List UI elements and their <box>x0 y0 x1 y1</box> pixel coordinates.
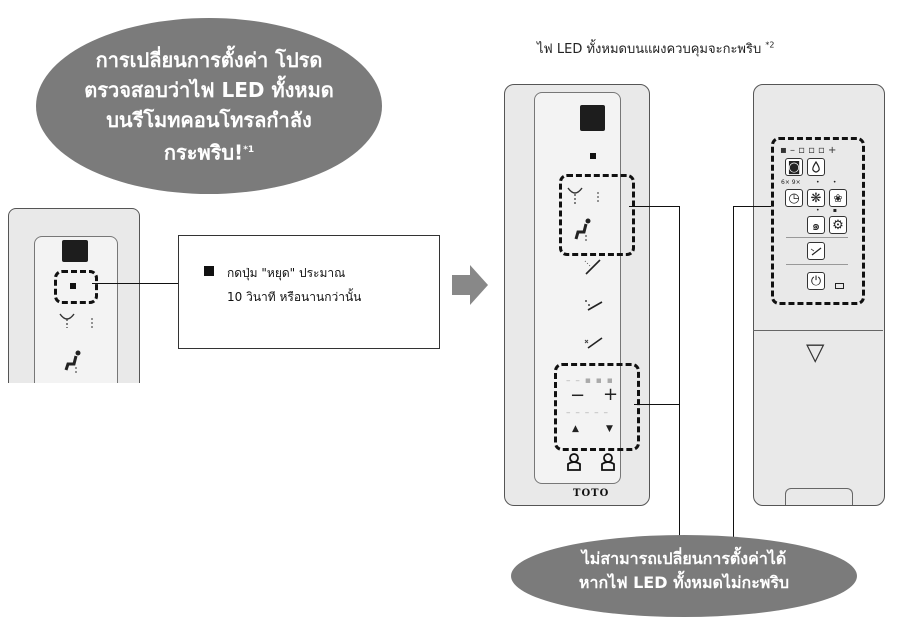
nozzle-clean-icon[interactable] <box>582 296 604 314</box>
nozzle-spray-icon <box>810 247 822 256</box>
center-remote-panel <box>534 92 621 484</box>
swirl-button[interactable]: ๑ <box>807 216 825 234</box>
power-led <box>835 283 844 289</box>
left-remote-crop <box>8 208 140 383</box>
adjust-buttons-highlight <box>554 363 640 451</box>
bubble-line-4: กระพริบ!*1 <box>163 140 255 165</box>
stop-button[interactable] <box>70 283 76 289</box>
stop-led <box>590 153 596 159</box>
instruction-callout: กดปุ่ม "หยุด" ประมาณ 10 วินาที หรือนานกว… <box>178 235 440 349</box>
warning-bubble: ไม่สามารถเปลี่ยนการตั้งค่าได้ หากไฟ LED … <box>511 535 857 617</box>
down-button[interactable]: ▼ <box>606 424 613 434</box>
cover-divider <box>753 330 883 331</box>
dryer-icon[interactable] <box>582 258 604 276</box>
button-dots: • ▪ <box>816 207 837 214</box>
warning-line-1: ไม่สามารถเปลี่ยนการตั้งค่าได้ <box>581 549 787 568</box>
instruction-bubble: การเปลี่ยนการตั้งค่า โปรด ตรวจสอบว่าไฟ L… <box>36 18 382 194</box>
bidet-icon[interactable] <box>64 350 86 374</box>
top-note-text: ไฟ LED ทั้งหมดบนแผงควบคุมจะกะพริบ <box>537 42 762 57</box>
bubble-line-3: บนรีโมทคอนโทรลกำลัง <box>106 107 312 132</box>
connector-center-h <box>629 206 679 207</box>
panel-divider-1 <box>786 237 848 238</box>
minus-button[interactable]: − <box>570 385 586 406</box>
top-note-footnote: *2 <box>765 40 775 50</box>
callout-bullet <box>204 266 214 276</box>
center-remote-display <box>580 105 605 131</box>
rear-wash-icon[interactable] <box>566 186 606 208</box>
up-button[interactable]: ▲ <box>572 424 579 434</box>
connector-right-h <box>733 206 771 207</box>
wash-buttons-highlight <box>559 174 635 256</box>
seat-dots: • • <box>816 179 837 186</box>
connector-center-v <box>679 206 680 548</box>
cover-triangle-icon: ▽ <box>806 338 825 366</box>
left-connector <box>92 283 178 284</box>
connector-center-h2 <box>634 404 679 405</box>
cover-notch <box>785 488 853 505</box>
energy-save-button[interactable]: ❀ <box>829 189 847 207</box>
pressure-led-row: – – ▪ ▪ ▪ <box>566 376 614 386</box>
callout-line-1: กดปุ่ม "หยุด" ประมาณ <box>227 266 346 280</box>
left-remote-display <box>62 240 88 262</box>
connector-right-v <box>733 206 734 548</box>
deodorizer-icon[interactable] <box>582 334 604 352</box>
bidet-icon[interactable] <box>574 218 596 244</box>
auto-clean-button[interactable] <box>807 242 825 260</box>
timer-marks: 6× 9× <box>781 179 801 186</box>
rear-wash-icon[interactable] <box>58 312 98 332</box>
temp-led-row: ▪ – ▫ ▫ ▫ + <box>780 145 837 156</box>
top-note: ไฟ LED ทั้งหมดบนแผงควบคุมจะกะพริบ *2 <box>537 38 774 59</box>
brand-logo: TOTO <box>573 488 610 499</box>
warning-line-2: หากไฟ LED ทั้งหมดไม่กะพริบ <box>578 573 790 592</box>
drop-icon <box>812 161 820 173</box>
seat-temp-button[interactable]: ❋ <box>807 189 825 207</box>
arrow-icon <box>452 265 488 305</box>
water-temp-button[interactable] <box>807 158 825 176</box>
stop-button-highlight <box>54 270 98 304</box>
callout-line-2: 10 วินาที หรือนานกว่านั้น <box>227 290 362 304</box>
power-button[interactable]: ⏻ <box>807 272 825 290</box>
settings-button[interactable]: ⚙ <box>829 216 847 234</box>
timer-button[interactable]: ◷ <box>785 189 803 207</box>
side-panel-highlight <box>771 137 865 305</box>
user-1-button[interactable] <box>567 453 581 471</box>
user-2-button[interactable] <box>601 453 615 471</box>
nozzle-icon-button[interactable]: ◙ <box>785 158 803 176</box>
panel-divider-2 <box>786 264 848 265</box>
bubble-footnote: *1 <box>243 144 255 155</box>
plus-button[interactable]: + <box>603 384 619 405</box>
position-led-row: – – – – – <box>566 408 609 418</box>
bubble-line-2: ตรวจสอบว่าไฟ LED ทั้งหมด <box>84 77 334 102</box>
bubble-line-1: การเปลี่ยนการตั้งค่า โปรด <box>95 47 323 72</box>
